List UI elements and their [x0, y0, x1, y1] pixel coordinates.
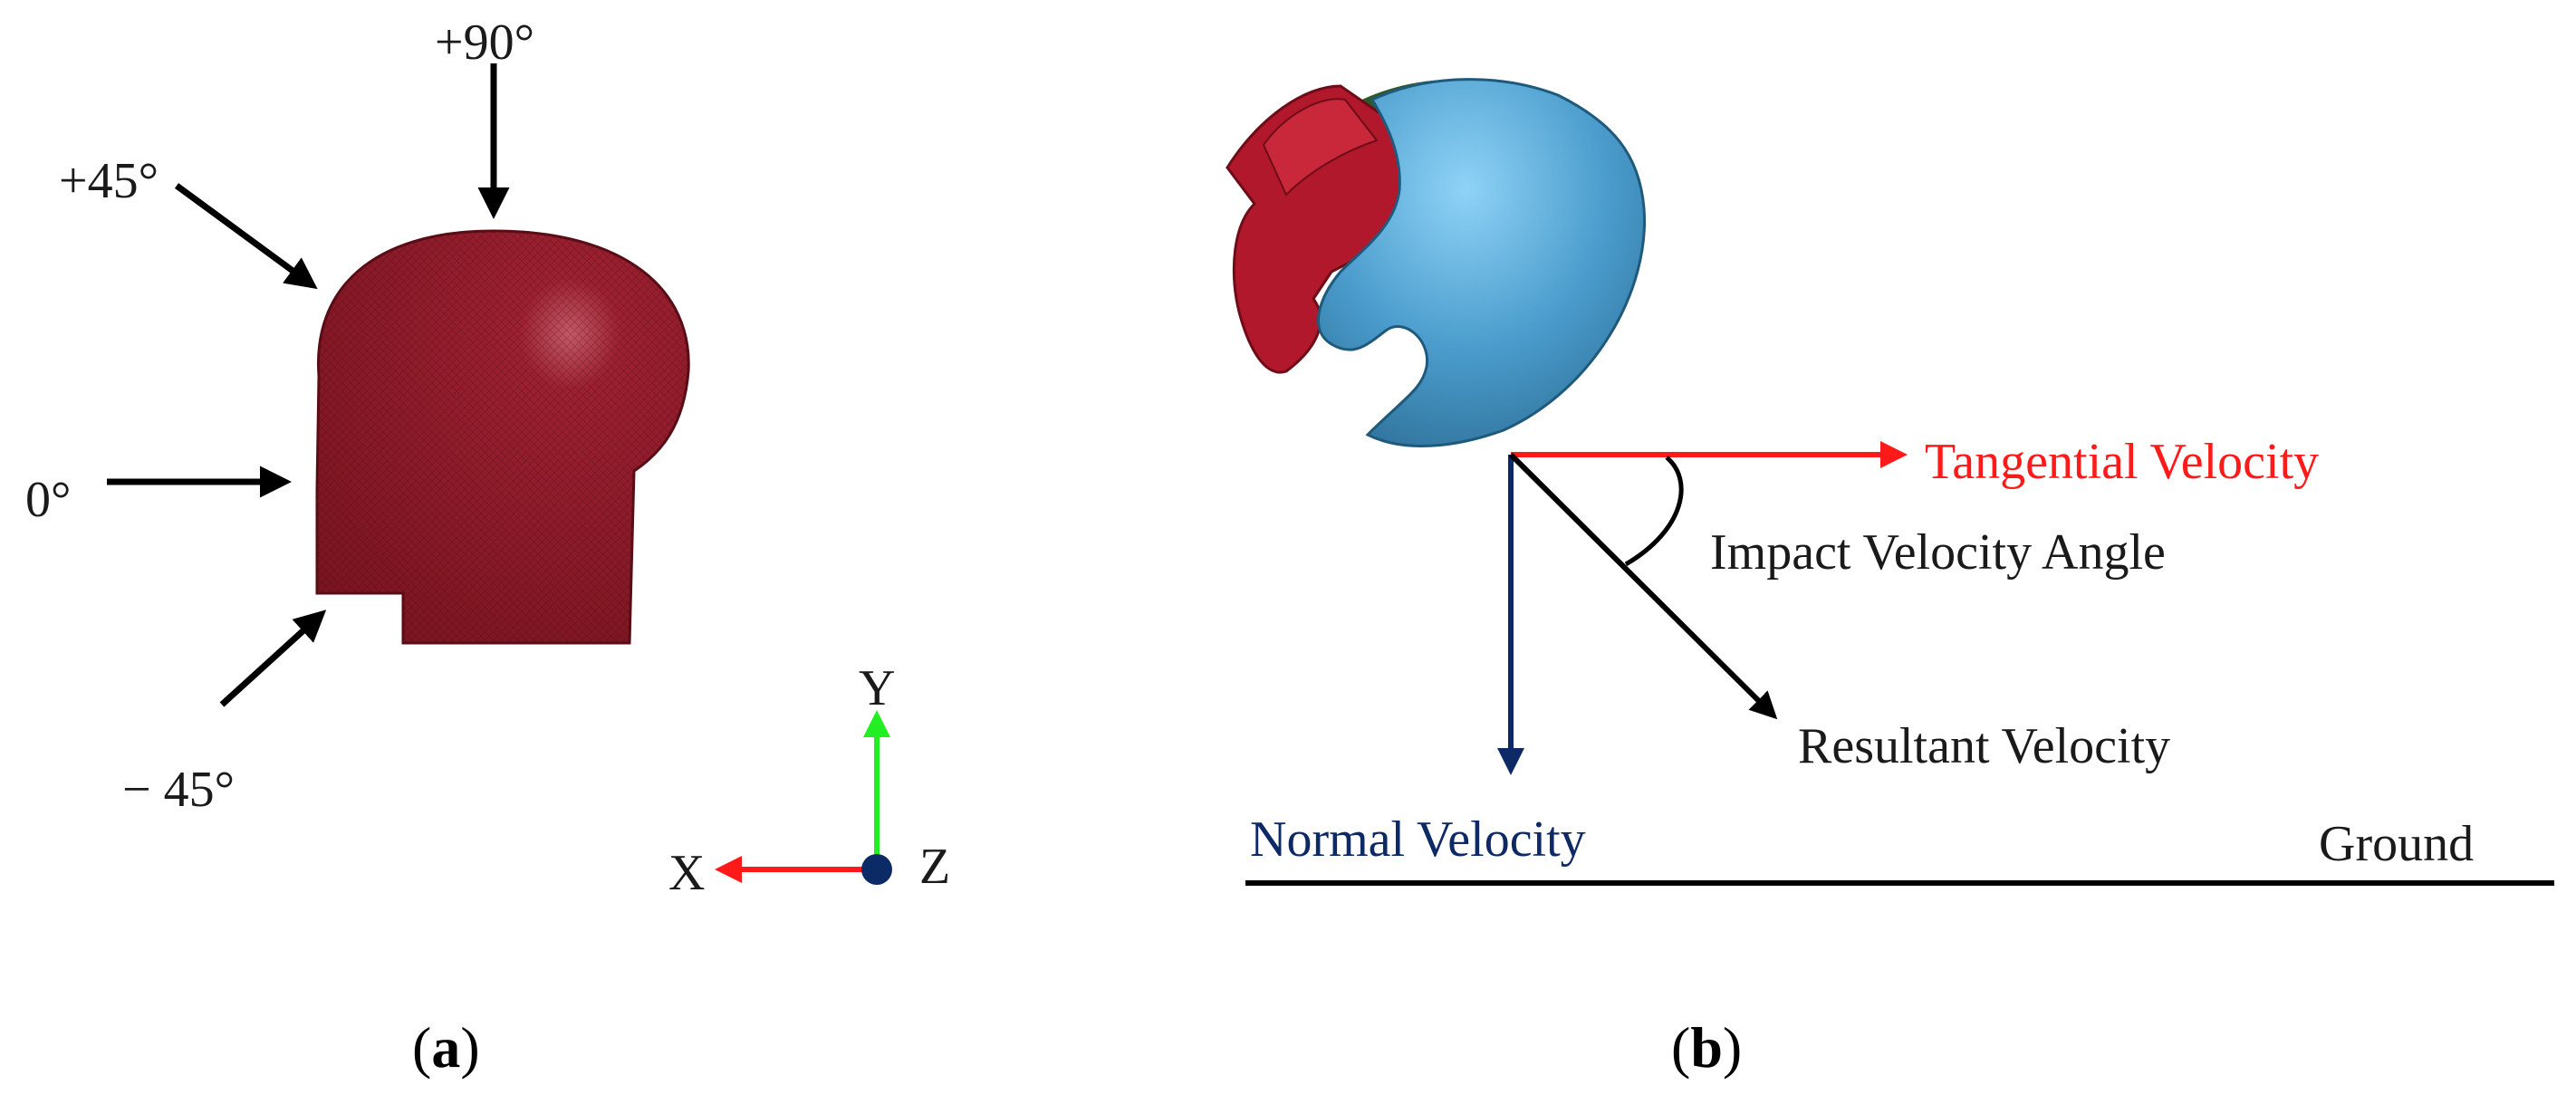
helmet-model — [1226, 78, 1647, 447]
resultant-velocity-arrow — [1508, 452, 1778, 720]
axis-label-x: X — [668, 845, 705, 901]
arrow-minus45 — [219, 610, 327, 707]
label-impact-velocity-angle: Impact Velocity Angle — [1710, 524, 2166, 581]
axis-label-y: Y — [859, 660, 895, 716]
label-zero: 0° — [25, 472, 71, 528]
label-plus90: +90° — [435, 14, 534, 71]
label-ground: Ground — [2319, 816, 2474, 872]
helmet-shell — [1317, 78, 1647, 447]
caption-a: (a) — [412, 1015, 480, 1080]
label-tangential-velocity: Tangential Velocity — [1925, 434, 2319, 490]
panel-b: Tangential Velocity Impact Velocity Angl… — [1226, 78, 2554, 1080]
label-resultant-velocity: Resultant Velocity — [1798, 718, 2170, 774]
label-minus45: − 45° — [122, 762, 235, 818]
panel-a: +90° +45° 0° − 45° Y X Z (a) — [25, 14, 950, 1080]
label-plus45: +45° — [59, 153, 159, 209]
headform-model — [315, 229, 690, 645]
coordinate-triad: Y X Z — [668, 660, 950, 901]
z-axis-dot — [861, 854, 892, 885]
axis-label-z: Z — [919, 839, 950, 895]
caption-b: (b) — [1671, 1015, 1742, 1080]
arrow-plus45 — [174, 183, 318, 290]
label-normal-velocity: Normal Velocity — [1250, 811, 1586, 868]
impact-angle-arc — [1624, 456, 1684, 567]
